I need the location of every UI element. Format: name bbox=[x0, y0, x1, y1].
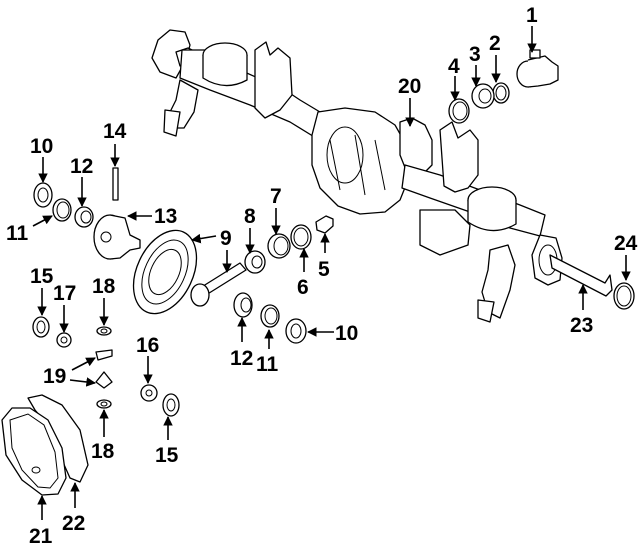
differential-pinion-gear-top[interactable] bbox=[95, 349, 113, 361]
differential-shim-left[interactable] bbox=[33, 182, 53, 208]
callout-3: 3 bbox=[469, 43, 481, 66]
differential-pinion-gear-bottom[interactable] bbox=[95, 371, 113, 389]
differential-case[interactable] bbox=[93, 214, 141, 260]
callout-9: 9 bbox=[220, 227, 232, 250]
side-gear-right[interactable] bbox=[140, 384, 158, 402]
outer-pinion-bearing[interactable] bbox=[471, 83, 495, 109]
pinion-thrust-washer-top[interactable] bbox=[96, 326, 112, 336]
axle-housing[interactable] bbox=[151, 29, 563, 323]
callout-13: 13 bbox=[154, 205, 177, 228]
outer-bearing-race[interactable] bbox=[448, 98, 470, 124]
callout-2: 2 bbox=[489, 32, 501, 55]
pinion-washer[interactable] bbox=[492, 82, 510, 104]
callout-6: 6 bbox=[297, 276, 309, 299]
side-gear-left[interactable] bbox=[56, 332, 72, 348]
callout-21: 21 bbox=[29, 525, 53, 548]
callout-11a: 11 bbox=[6, 222, 29, 245]
pinion-thrust-washer-bottom[interactable] bbox=[96, 399, 112, 409]
ring-and-pinion-gear-set[interactable] bbox=[121, 220, 247, 323]
callout-4: 4 bbox=[448, 55, 460, 78]
axle-shaft[interactable] bbox=[549, 254, 613, 297]
callout-8: 8 bbox=[244, 205, 256, 228]
carrier-bearing-race-left[interactable] bbox=[52, 198, 72, 222]
callout-7: 7 bbox=[270, 185, 282, 208]
differential-cover[interactable] bbox=[1, 407, 67, 496]
callout-12a: 12 bbox=[70, 155, 93, 178]
callout-10a: 10 bbox=[30, 135, 53, 158]
callout-24: 24 bbox=[614, 232, 638, 255]
inner-bearing-race[interactable] bbox=[267, 233, 291, 259]
axle-seal[interactable] bbox=[613, 282, 635, 310]
callout-1: 1 bbox=[526, 4, 538, 27]
side-gear-thrust-washer-left[interactable] bbox=[32, 316, 50, 338]
callout-14: 14 bbox=[103, 120, 127, 143]
collapsible-spacer[interactable] bbox=[315, 215, 334, 234]
callout-19: 19 bbox=[43, 365, 66, 388]
callout-20: 20 bbox=[398, 75, 421, 98]
callout-arrows bbox=[32, 26, 631, 520]
carrier-bearing-race-right[interactable] bbox=[260, 304, 280, 328]
callout-15b: 15 bbox=[155, 444, 179, 467]
callout-10b: 10 bbox=[335, 322, 358, 345]
callout-18a: 18 bbox=[92, 275, 116, 298]
inner-pinion-bearing[interactable] bbox=[244, 250, 266, 274]
side-gear-thrust-washer-right[interactable] bbox=[162, 393, 180, 417]
carrier-bearing-right[interactable] bbox=[233, 292, 253, 318]
callout-labels: 1 2 3 4 5 6 7 8 9 10 10 11 11 12 12 13 1… bbox=[6, 4, 638, 548]
differential-shim-right[interactable] bbox=[285, 318, 307, 344]
pinion-shaft[interactable] bbox=[112, 167, 119, 201]
callout-15a: 15 bbox=[30, 265, 54, 288]
callout-18b: 18 bbox=[91, 440, 115, 463]
pinion-yoke[interactable] bbox=[516, 49, 559, 88]
callout-11b: 11 bbox=[256, 353, 279, 376]
callout-5: 5 bbox=[318, 258, 330, 281]
callout-22: 22 bbox=[62, 512, 85, 535]
callout-23: 23 bbox=[570, 314, 593, 337]
carrier-bearing-left[interactable] bbox=[74, 206, 94, 228]
callout-17: 17 bbox=[53, 282, 76, 305]
pinion-shim[interactable] bbox=[290, 224, 312, 250]
callout-16: 16 bbox=[136, 334, 159, 357]
callout-12b: 12 bbox=[230, 347, 253, 370]
